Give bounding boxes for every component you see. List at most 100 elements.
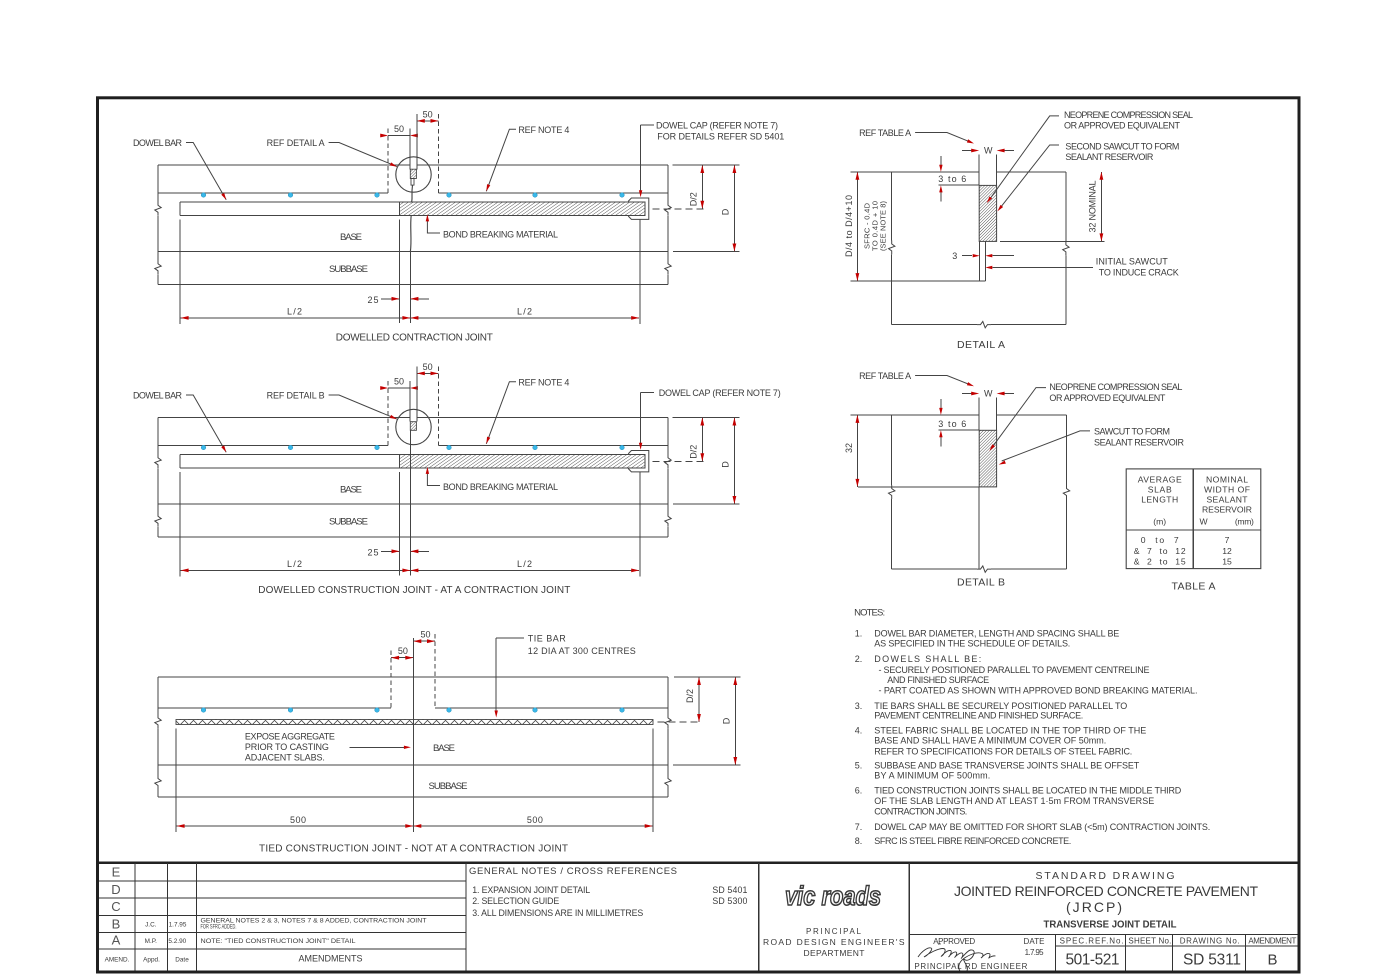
svg-text:SD 5300: SD 5300	[712, 896, 747, 906]
svg-text:D/4 to D/4+10: D/4 to D/4+10	[844, 195, 854, 257]
svg-text:PRINCIPAL: PRINCIPAL	[806, 927, 863, 936]
svg-text:DOWELLED CONSTRUCTION JOINT -: DOWELLED CONSTRUCTION JOINT - AT A CONTR…	[258, 585, 570, 596]
svg-text:SHEET No.: SHEET No.	[1128, 937, 1171, 946]
svg-text:1. EXPANSION JOINT DETAIL: 1. EXPANSION JOINT DETAIL	[472, 885, 590, 895]
svg-text:SUBBASE: SUBBASE	[429, 781, 468, 792]
svg-text:501-521: 501-521	[1066, 952, 1120, 969]
svg-text:CONTRACTION JOINTS.: CONTRACTION JOINTS.	[874, 807, 967, 817]
svg-text:1.7.95: 1.7.95	[169, 922, 187, 929]
svg-text:5.2.90: 5.2.90	[168, 938, 186, 945]
svg-text:7: 7	[1225, 535, 1230, 545]
svg-text:DETAIL B: DETAIL B	[957, 576, 1005, 588]
svg-text:NEOPRENE COMPRESSION SEAL: NEOPRENE COMPRESSION SEAL	[1064, 110, 1193, 120]
svg-text:D/2: D/2	[685, 689, 695, 703]
svg-text:SECOND SAWCUT TO FORM: SECOND SAWCUT TO FORM	[1065, 142, 1179, 152]
svg-text:AMENDMENT: AMENDMENT	[1248, 937, 1296, 946]
svg-text:50: 50	[394, 124, 404, 134]
svg-text:12: 12	[1222, 546, 1232, 556]
svg-text:AND FINISHED SURFACE: AND FINISHED SURFACE	[887, 675, 989, 685]
svg-text:DOWELLED CONTRACTION JOINT: DOWELLED CONTRACTION JOINT	[336, 332, 493, 343]
svg-text:L/2: L/2	[287, 307, 302, 317]
svg-text:PRIOR TO CASTING: PRIOR TO CASTING	[245, 742, 329, 752]
svg-text:50: 50	[398, 646, 408, 656]
svg-text:7.: 7.	[855, 822, 863, 832]
svg-text:1.: 1.	[855, 629, 863, 639]
svg-text:32: 32	[844, 443, 854, 453]
svg-text:PAVEMENT CENTRELINE AND FINISH: PAVEMENT CENTRELINE AND FINISHED SURFACE…	[874, 711, 1083, 721]
svg-text:50: 50	[423, 109, 433, 119]
svg-text:AS SPECIFIED IN THE SCHEDULE O: AS SPECIFIED IN THE SCHEDULE OF DETAILS.	[874, 639, 1070, 649]
svg-text:DOWEL BAR: DOWEL BAR	[133, 138, 183, 148]
svg-text:D: D	[111, 882, 120, 897]
svg-text:- SECURELY POSITIONED PARALLEL: - SECURELY POSITIONED PARALLEL TO PAVEME…	[879, 665, 1150, 675]
svg-text:12 DIA AT 300 CENTRES: 12 DIA AT 300 CENTRES	[528, 646, 636, 656]
svg-text:BASE: BASE	[433, 743, 455, 754]
svg-text:SUBBASE: SUBBASE	[329, 517, 368, 528]
svg-text:SD 5311: SD 5311	[1183, 952, 1241, 969]
svg-text:PRINCIPAL RD ENGINEER: PRINCIPAL RD ENGINEER	[914, 962, 1027, 971]
svg-text:& 2 to 15: & 2 to 15	[1134, 556, 1186, 566]
svg-text:AMEND.: AMEND.	[105, 957, 130, 964]
svg-text:OR APPROVED EQUIVALENT: OR APPROVED EQUIVALENT	[1064, 120, 1181, 130]
svg-text:REF TABLE A: REF TABLE A	[859, 371, 911, 381]
svg-text:C: C	[111, 899, 120, 914]
svg-text:A: A	[112, 933, 121, 948]
svg-text:LENGTH: LENGTH	[1141, 495, 1178, 505]
svg-text:SLAB: SLAB	[1148, 485, 1172, 495]
svg-text:REF DETAIL A: REF DETAIL A	[267, 138, 325, 148]
svg-text:25: 25	[368, 295, 379, 305]
svg-text:NOMINAL: NOMINAL	[1206, 475, 1248, 485]
svg-text:W: W	[984, 389, 993, 399]
svg-text:DRAWING No.: DRAWING No.	[1180, 937, 1240, 946]
svg-text:J.C.: J.C.	[145, 922, 157, 929]
svg-text:DOWEL CAP MAY BE OMITTED FOR S: DOWEL CAP MAY BE OMITTED FOR SHORT SLAB …	[874, 822, 1210, 832]
svg-text:STANDARD DRAWING: STANDARD DRAWING	[1036, 870, 1175, 882]
svg-text:OF THE SLAB LENGTH AND AT LEAS: OF THE SLAB LENGTH AND AT LEAST 1·5m FRO…	[874, 796, 1154, 806]
svg-text:E: E	[112, 865, 121, 880]
svg-text:2. SELECTION GUIDE: 2. SELECTION GUIDE	[472, 896, 559, 906]
svg-text:Date: Date	[175, 957, 189, 964]
svg-text:6.: 6.	[855, 785, 863, 795]
svg-text:SEALANT RESERVOIR: SEALANT RESERVOIR	[1094, 437, 1185, 447]
svg-text:8.: 8.	[855, 836, 863, 846]
svg-text:REF NOTE 4: REF NOTE 4	[518, 378, 569, 388]
svg-text:TIED CONSTRUCTION JOINTS SHALL: TIED CONSTRUCTION JOINTS SHALL BE LOCATE…	[874, 785, 1182, 795]
svg-text:W: W	[984, 146, 993, 156]
svg-text:DOWELS SHALL BE:: DOWELS SHALL BE:	[874, 654, 981, 664]
svg-text:SUBBASE: SUBBASE	[329, 264, 368, 275]
svg-text:(JRCP): (JRCP)	[1066, 899, 1122, 915]
svg-text:(SEE NOTE 8): (SEE NOTE 8)	[879, 201, 888, 252]
svg-text:DOWEL CAP (REFER NOTE 7): DOWEL CAP (REFER NOTE 7)	[659, 388, 781, 398]
svg-text:0 to 7: 0 to 7	[1141, 535, 1179, 545]
svg-text:BASE AND SHALL HAVE A MINIMUM: BASE AND SHALL HAVE A MINIMUM COVER OF 5…	[874, 736, 1106, 746]
svg-text:50: 50	[394, 376, 404, 386]
svg-text:GENERAL NOTES 2 & 3, NOTES 7 &: GENERAL NOTES 2 & 3, NOTES 7 & 8 ADDED, …	[201, 917, 427, 924]
svg-text:ROAD DESIGN ENGINEER'S: ROAD DESIGN ENGINEER'S	[763, 937, 906, 947]
svg-text:SUBBASE AND BASE TRANSVERSE JO: SUBBASE AND BASE TRANSVERSE JOINTS SHALL…	[874, 761, 1140, 771]
svg-text:D: D	[722, 717, 732, 724]
svg-text:(mm): (mm)	[1235, 516, 1254, 526]
svg-text:FOR SFRC ADDED.: FOR SFRC ADDED.	[201, 924, 237, 931]
svg-text:1.7.95: 1.7.95	[1025, 948, 1045, 957]
svg-text:INITIAL SAWCUT: INITIAL SAWCUT	[1096, 256, 1169, 266]
svg-text:D: D	[721, 461, 731, 468]
svg-text:SFRC IS STEEL FIBRE REINFORCED: SFRC IS STEEL FIBRE REINFORCED CONCRETE.	[874, 836, 1071, 846]
svg-text:REF DETAIL B: REF DETAIL B	[267, 391, 325, 401]
svg-text:B: B	[112, 916, 121, 931]
svg-text:M.P.: M.P.	[145, 938, 158, 945]
svg-text:DEPARTMENT: DEPARTMENT	[804, 948, 866, 958]
svg-text:BOND BREAKING MATERIAL: BOND BREAKING MATERIAL	[443, 230, 558, 240]
svg-text:BY A MINIMUM OF 500mm.: BY A MINIMUM OF 500mm.	[874, 771, 990, 781]
svg-text:TO INDUCE CRACK: TO INDUCE CRACK	[1099, 267, 1179, 277]
svg-text:15: 15	[1222, 556, 1232, 566]
svg-text:ADJACENT SLABS.: ADJACENT SLABS.	[245, 752, 325, 762]
svg-text:W: W	[1200, 516, 1209, 526]
svg-text:& 7 to 12: & 7 to 12	[1134, 546, 1186, 556]
svg-text:REFER TO SPECIFICATIONS FOR DE: REFER TO SPECIFICATIONS FOR DETAILS OF S…	[874, 746, 1132, 756]
svg-text:GENERAL NOTES / CROSS REFERENC: GENERAL NOTES / CROSS REFERENCES	[469, 866, 677, 877]
svg-text:500: 500	[527, 815, 543, 825]
svg-text:TO 0.4D + 10: TO 0.4D + 10	[871, 201, 880, 251]
svg-text:3.: 3.	[855, 701, 863, 711]
svg-text:DETAIL A: DETAIL A	[957, 339, 1005, 351]
svg-text:- PART COATED AS SHOWN WITH AP: - PART COATED AS SHOWN WITH APPROVED BON…	[879, 686, 1198, 696]
